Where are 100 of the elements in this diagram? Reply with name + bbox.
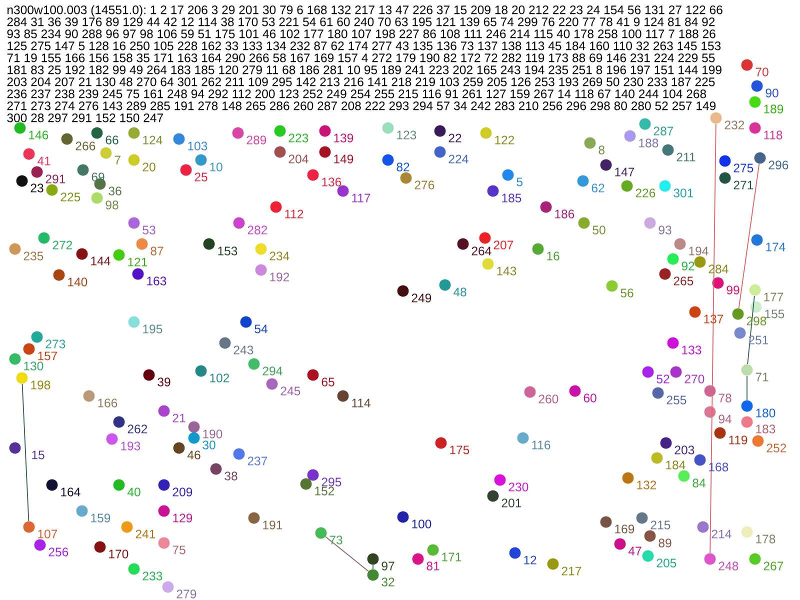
node-label: 65 [322, 378, 334, 386]
dot [714, 427, 726, 439]
node-label: 39 [158, 378, 170, 386]
node-label: 211 [676, 152, 696, 162]
dot [674, 238, 686, 250]
dot [689, 306, 701, 318]
node-label: 233 [142, 572, 162, 580]
node-label: 38 [224, 472, 238, 480]
dot [480, 127, 492, 139]
dot [636, 512, 648, 524]
dot [91, 127, 103, 139]
dot [195, 365, 207, 377]
line [747, 295, 755, 365]
dot [600, 516, 612, 528]
dot [34, 539, 46, 551]
node-label: 100 [412, 520, 432, 528]
dot [188, 432, 200, 444]
dot [337, 390, 349, 402]
dot [307, 469, 319, 481]
node-label: 107 [38, 530, 58, 538]
node-label: 198 [31, 380, 50, 390]
dot [494, 474, 506, 486]
node-label: 129 [173, 514, 192, 522]
node-label: 276 [414, 180, 434, 190]
node-label: 66 [106, 136, 118, 144]
node-label: 153 [218, 246, 238, 256]
dot [741, 59, 753, 71]
node-label: 279 [176, 590, 196, 598]
node-label: 15 [32, 450, 44, 460]
dot [307, 369, 319, 381]
line [325, 536, 369, 572]
node-label: 140 [68, 278, 88, 286]
dot [255, 243, 267, 255]
dot [113, 416, 125, 428]
node-label: 273 [46, 340, 66, 348]
node-label: 114 [352, 398, 370, 408]
dot [578, 217, 590, 229]
node-label: 260 [538, 394, 558, 404]
dot [255, 264, 267, 276]
dot [697, 521, 709, 533]
node-label: 75 [172, 546, 186, 554]
dot [248, 358, 260, 370]
node-label: 223 [288, 134, 308, 142]
node-label: 190 [203, 430, 222, 438]
dot [113, 249, 125, 261]
node-label: 121 [128, 258, 148, 266]
dot [300, 478, 312, 490]
dot [487, 490, 499, 502]
dot [367, 553, 379, 565]
line [22, 384, 30, 522]
node-label: 188 [639, 138, 658, 148]
dot [83, 390, 95, 402]
dot [9, 243, 21, 255]
dot [9, 442, 21, 454]
dot [732, 308, 744, 320]
dot [644, 217, 656, 229]
dot [91, 192, 103, 204]
dot [670, 366, 682, 378]
dot [435, 437, 447, 449]
node-label: 189 [764, 104, 784, 114]
dot [509, 547, 521, 559]
dot [77, 164, 89, 176]
node-label: 41 [37, 156, 50, 166]
node-label: 30 [202, 440, 216, 450]
node-label: 117 [352, 194, 370, 202]
node-label: 147 [615, 168, 634, 176]
node-label: 209 [172, 488, 192, 496]
node-label: 180 [756, 408, 776, 418]
dot [540, 201, 552, 213]
node-label: 252 [766, 444, 786, 452]
dot [158, 537, 170, 549]
node-label: 289 [246, 136, 266, 144]
dot [710, 112, 722, 124]
dot [667, 337, 679, 349]
node-label: 10 [210, 162, 222, 172]
node-label: 282 [248, 226, 268, 234]
node-label: 163 [147, 276, 166, 286]
node-label: 93 [658, 226, 672, 234]
node-label: 60 [584, 394, 596, 402]
line [738, 163, 760, 309]
line [710, 124, 716, 554]
dot [569, 385, 581, 397]
node-label: 5 [516, 178, 522, 186]
dot [600, 159, 612, 171]
dot [76, 505, 88, 517]
node-label: 23 [30, 184, 44, 192]
dot [752, 435, 764, 447]
dot [754, 152, 766, 164]
node-label: 191 [263, 520, 282, 530]
dot [382, 154, 394, 166]
dot [219, 337, 231, 349]
node-label: 245 [280, 386, 300, 396]
node-label: 224 [448, 154, 468, 164]
node-label: 16 [547, 252, 560, 260]
node-label: 186 [555, 210, 574, 218]
dot [319, 125, 331, 137]
dot [719, 172, 731, 184]
node-label: 159 [91, 514, 110, 522]
dot [121, 521, 133, 533]
dot [319, 146, 331, 158]
